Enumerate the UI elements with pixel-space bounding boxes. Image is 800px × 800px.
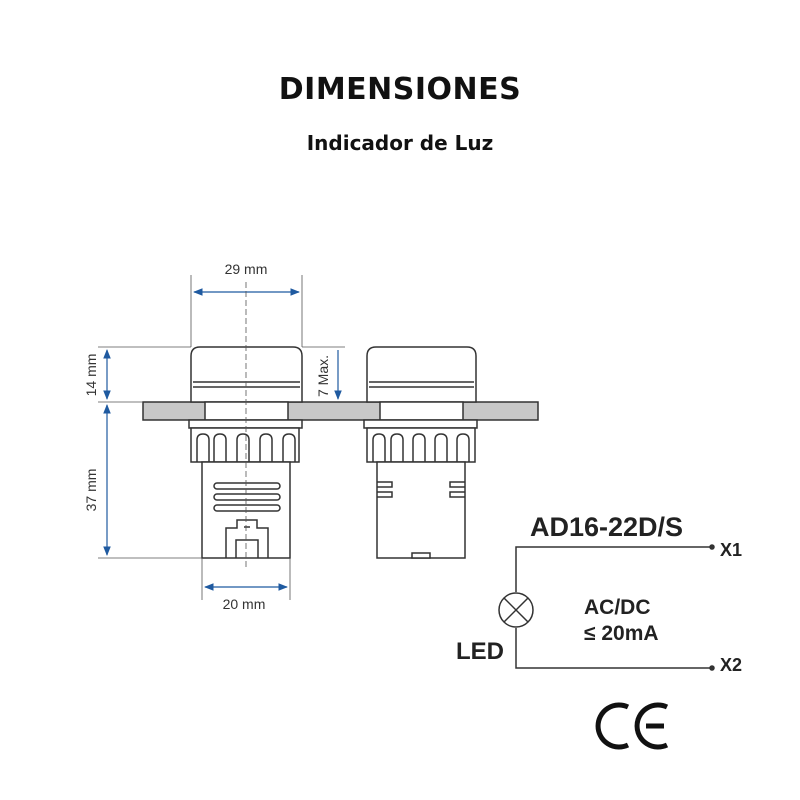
max-depth-label: 7 Max. — [315, 355, 331, 397]
led-label: LED — [456, 638, 504, 665]
terminal-x2-label: X2 — [720, 655, 742, 675]
supply-type-label: AC/DC — [584, 596, 651, 619]
ce-mark-icon — [595, 702, 669, 750]
wiring-diagram — [498, 544, 715, 671]
indicator-side-view — [363, 346, 478, 559]
indicator-front-view — [188, 346, 303, 559]
body-height-label: 37 mm — [83, 469, 99, 512]
top-width-label: 29 mm — [225, 261, 268, 277]
page-subtitle: Indicador de Luz — [306, 131, 494, 155]
model-label: AD16-22D/S — [530, 512, 683, 542]
dimension-lines — [98, 275, 345, 600]
base-width-label: 20 mm — [223, 596, 266, 612]
terminal-x1-label: X1 — [720, 540, 742, 560]
page-title: DIMENSIONES — [278, 72, 522, 107]
cap-height-label: 14 mm — [83, 354, 99, 397]
current-rating-label: ≤ 20mA — [584, 622, 659, 645]
mounting-panel — [142, 401, 539, 421]
